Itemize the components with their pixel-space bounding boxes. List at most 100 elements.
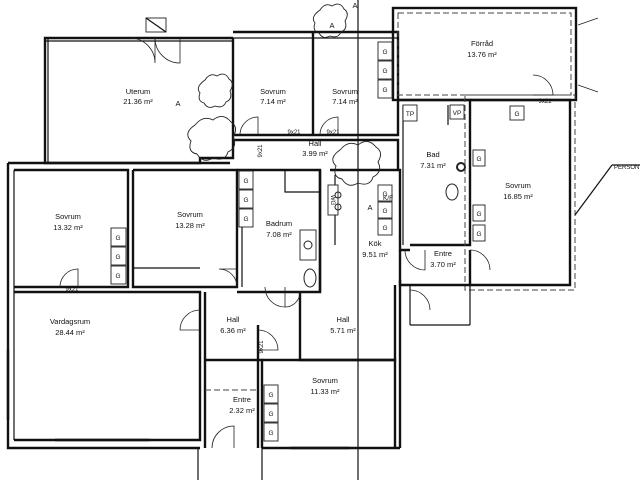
cabinet-label: G (243, 197, 248, 204)
room-area: 3.99 m² (302, 149, 328, 158)
door-swing (264, 286, 286, 308)
tree-icon (187, 116, 236, 161)
hall-399-walls (233, 138, 400, 170)
door-swing (218, 268, 238, 288)
cabinet-label: G (382, 68, 387, 75)
cabinet-box (472, 149, 486, 167)
cabinet-label: G (115, 273, 120, 280)
cabinet-box (263, 422, 279, 442)
cabinet-box (472, 204, 486, 222)
cabinet-label: G (382, 208, 387, 215)
vp-fixture (449, 104, 465, 120)
cabinet-label: G (382, 49, 387, 56)
section-marker: A (329, 21, 334, 30)
chimney-hatch (145, 17, 167, 33)
sovrum-1685-dashed (464, 94, 576, 291)
main-left-walls (6, 163, 200, 450)
room-area: 13.28 m² (175, 221, 205, 230)
vardagsrum-walls (14, 290, 202, 442)
cabinet-label: G (243, 216, 248, 223)
door-swing (284, 291, 301, 308)
cabinet-column: G G G (110, 227, 127, 285)
sovrum-1685-walls (468, 98, 572, 287)
toilet-icon (303, 268, 317, 288)
kf-label: K/F (383, 195, 393, 202)
cabinet-box (377, 218, 393, 236)
door-dimension-label: 9x21 (326, 130, 340, 136)
room-area: 13.32 m² (53, 223, 83, 232)
stove-burner-icon (334, 203, 342, 211)
cabinet-label: G (476, 156, 481, 163)
room-area: 28.44 m² (55, 328, 85, 337)
cabinet-label: G (476, 231, 481, 238)
cabinet-label: G (382, 191, 387, 198)
annotation-note: PERSON (614, 165, 639, 171)
room-name: Sovrum (505, 181, 531, 190)
room-name: Hall (309, 139, 322, 148)
tp-label: TP (406, 111, 414, 118)
drain-icon (456, 162, 466, 172)
room-area: 21.36 m² (123, 97, 153, 106)
cabinet-box (110, 227, 127, 247)
cabinet-label: G (115, 254, 120, 261)
room-name: Sovrum (332, 87, 358, 96)
door-swing (211, 425, 235, 449)
tree-icon (197, 73, 233, 108)
room-name: Sovrum (260, 87, 286, 96)
section-marker: A (367, 203, 372, 212)
door-swing (577, 17, 599, 93)
room-area: 9.51 m² (362, 250, 388, 259)
room-name: Hall (337, 315, 350, 324)
door-dimension-label: 9x21 (65, 287, 79, 293)
wg-fixture (327, 184, 339, 216)
room-area: 7.31 m² (420, 161, 446, 170)
cabinet-label: G (382, 87, 387, 94)
badrum-shower (284, 170, 320, 193)
room-area: 7.14 m² (332, 97, 358, 106)
cabinet-box (377, 184, 393, 202)
bedrooms-top-walls (233, 30, 400, 137)
room-area: 11.33 m² (310, 387, 340, 396)
door-dimension-label: 9x21 (538, 99, 552, 105)
section-marker: A (175, 99, 180, 108)
door-swing (239, 116, 259, 136)
room-name: Sovrum (312, 376, 338, 385)
room-area: 13.76 m² (467, 50, 497, 59)
cabinet-box (509, 105, 525, 121)
cabinet-label: G (476, 211, 481, 218)
door-swing (532, 74, 554, 96)
cabinet-box (263, 403, 279, 423)
tree-icon (332, 141, 381, 186)
door-swing (257, 329, 279, 351)
cabinet-box (238, 189, 254, 209)
room-area: 3.70 m² (430, 260, 456, 269)
cabinet-label: G (514, 111, 519, 118)
sovrum-1332-walls (14, 168, 130, 289)
door-swing (59, 268, 79, 288)
cabinet-box (238, 208, 254, 228)
room-area: 6.36 m² (220, 326, 246, 335)
door-swing (404, 249, 426, 271)
cabinet-box (263, 384, 279, 404)
section-marker: A (352, 1, 357, 10)
room-name: Entre (434, 249, 452, 258)
cabinet-label: G (268, 430, 273, 437)
sink-drain-icon (303, 240, 313, 250)
cabinet-box (377, 79, 393, 99)
room-area: 7.14 m² (260, 97, 286, 106)
cabinet-box (377, 41, 393, 61)
tp-fixture (402, 104, 418, 122)
cabinet-box (110, 246, 127, 266)
room-name: Hall (227, 315, 240, 324)
door-swing (319, 116, 339, 136)
sovrum-1133-walls (262, 358, 397, 448)
wg-label: WG (329, 195, 335, 206)
cabinet-label: G (243, 178, 248, 185)
room-name: Entre (233, 395, 251, 404)
bad-walls (398, 98, 472, 247)
door-dimension-label: 9x21 (287, 130, 301, 136)
room-name: Badrum (266, 219, 292, 228)
entre-370-walls (398, 250, 470, 287)
door-swing (409, 289, 431, 311)
cabinet-box (472, 224, 486, 242)
